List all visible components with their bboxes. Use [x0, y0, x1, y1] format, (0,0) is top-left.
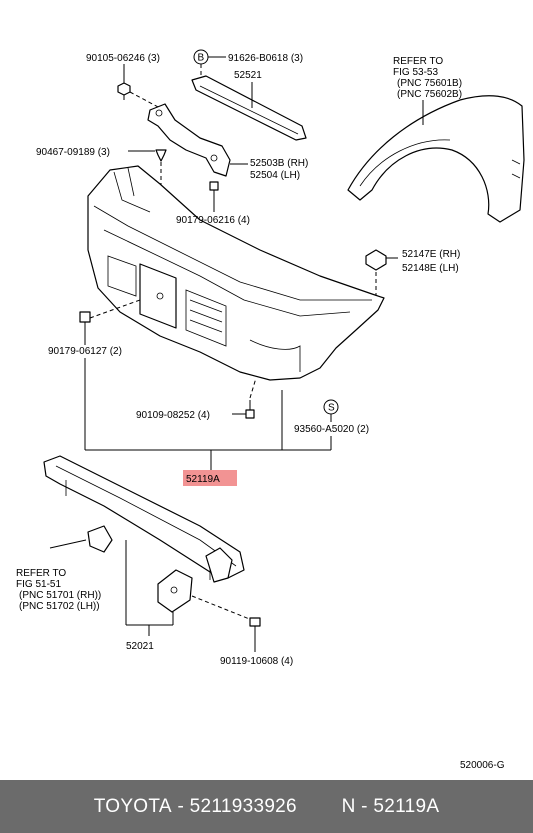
label-refer-53-4: (PNC 75602B) — [397, 89, 462, 100]
label-52148e: 52148E (LH) — [402, 263, 459, 274]
bracket-52503b-icon — [147, 103, 231, 177]
footer-brand: TOYOTA — [93, 795, 172, 817]
parts-diagram: 90105-06246 (3) B 91626-B0618 (3) 52521 … — [16, 49, 525, 771]
label-90109: 90109-08252 (4) — [136, 410, 210, 421]
label-52503b: 52503B (RH) — [250, 158, 308, 169]
bracket-lower-icon — [157, 569, 193, 613]
clip-90179-06216-icon — [209, 181, 219, 191]
label-refer-51-2: FIG 51-51 — [16, 579, 61, 590]
label-refer-51-1: REFER TO — [16, 568, 66, 579]
support-52521-icon — [191, 75, 307, 141]
label-52147e: 52147E (RH) — [402, 249, 460, 260]
label-91626: 91626-B0618 (3) — [228, 53, 303, 64]
label-93560: 93560-A5020 (2) — [294, 424, 369, 435]
clip-52147e-icon — [365, 249, 387, 271]
bolt-90109-icon — [245, 400, 255, 419]
label-refer-51-3: (PNC 51701 (RH)) — [19, 590, 101, 601]
bolt-90119-icon — [249, 617, 261, 634]
fender-icon — [347, 95, 525, 223]
footer-pnc: 52119A — [373, 795, 440, 817]
label-refer-53-1: REFER TO — [393, 56, 443, 67]
reinforcement-52021-icon — [43, 455, 245, 583]
label-52021: 52021 — [126, 641, 154, 652]
footer-part-number: 5211933926 — [189, 795, 297, 817]
label-refer-51-4: (PNC 51702 (LH)) — [19, 601, 100, 612]
label-refer-53-2: FIG 53-53 — [393, 67, 438, 78]
footer-bar: TOYOTA - 5211933926 N - 52119A — [0, 780, 533, 833]
label-90467: 90467-09189 (3) — [36, 147, 110, 158]
label-52521: 52521 — [234, 70, 262, 81]
footer-n-label: N — [341, 795, 356, 817]
label-symbol-s: S — [328, 403, 335, 414]
label-90179-06216: 90179-06216 (4) — [176, 215, 250, 226]
highlight-52119a — [183, 470, 237, 486]
label-90179-06127: 90179-06127 (2) — [48, 346, 122, 357]
clip-90179-06127-icon — [79, 311, 91, 323]
clip-90467-icon — [155, 149, 167, 162]
bumper-cover-icon — [87, 165, 385, 381]
figure-code: 520006-G — [460, 760, 505, 771]
label-52504: 52504 (LH) — [250, 170, 300, 181]
bracket-ref-51-icon — [87, 525, 113, 553]
label-refer-53-3: (PNC 75601B) — [397, 78, 462, 89]
label-90119: 90119-10608 (4) — [220, 656, 293, 667]
label-symbol-b: B — [198, 53, 205, 64]
label-90105: 90105-06246 (3) — [86, 53, 160, 64]
bolt-90105-icon — [117, 82, 131, 100]
label-52119a: 52119A — [186, 474, 220, 485]
